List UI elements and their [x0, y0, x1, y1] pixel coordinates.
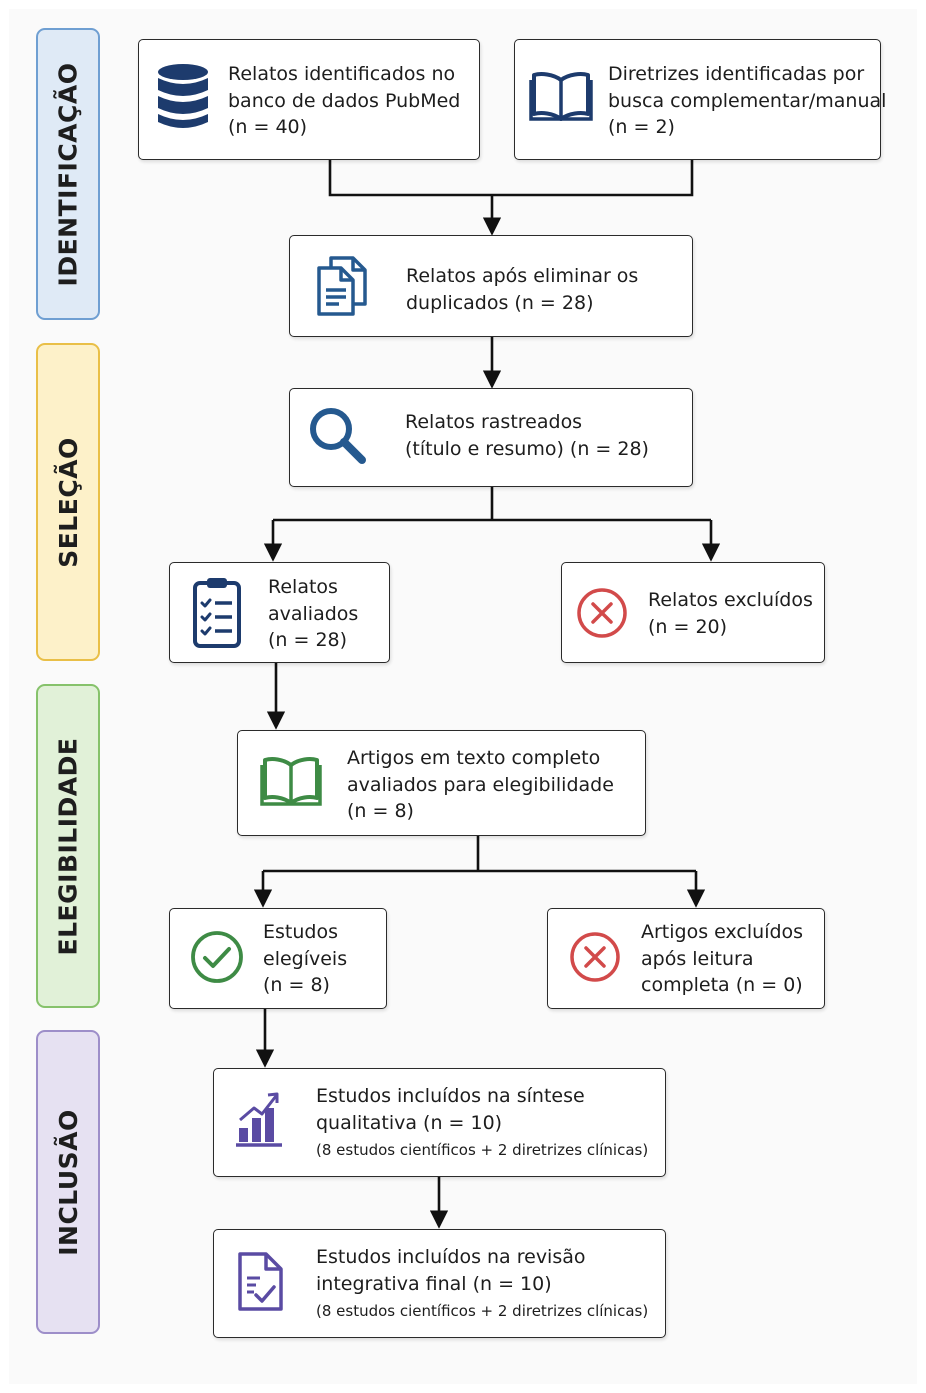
- text-line: busca complementar/manual: [608, 89, 887, 112]
- bar-chart-icon: [234, 1090, 286, 1150]
- text-line: elegíveis: [263, 947, 348, 970]
- box-screened-records: [289, 388, 693, 487]
- text-line: Relatos: [268, 576, 338, 598]
- duplicados-text: Relatos após eliminar os duplicados (n =…: [406, 263, 638, 316]
- text-line: (título e resumo) (n = 28): [405, 437, 649, 460]
- phase-label-identificacao: IDENTIFICAÇÃO: [36, 28, 100, 320]
- revisao-note: (8 estudos científicos + 2 diretrizes cl…: [316, 1302, 649, 1320]
- text-line: avaliados para elegibilidade: [347, 773, 614, 796]
- text-line: qualitativa (n = 10): [316, 1111, 503, 1134]
- text-line: (n = 8): [263, 974, 330, 996]
- sintese-text: Estudos incluídos na síntese qualitativa…: [316, 1083, 648, 1161]
- manual-text: Diretrizes identificadas por busca compl…: [608, 61, 886, 141]
- connector-merge: [328, 160, 694, 197]
- text-line: (n = 8): [347, 800, 414, 822]
- text-line: duplicados (n = 28): [406, 291, 594, 314]
- avaliados-text: Relatos avaliados (n = 28): [268, 574, 358, 654]
- excluidos-leitura-text: Artigos excluídos após leitura completa …: [641, 919, 803, 999]
- documents-icon: [315, 254, 371, 318]
- box-qualitative-synthesis: [213, 1068, 666, 1177]
- rastreados-text: Relatos rastreados (título e resumo) (n …: [405, 409, 649, 462]
- database-icon: [156, 63, 210, 131]
- text-line: banco de dados PubMed: [228, 89, 461, 112]
- text-line: Relatos excluídos: [648, 589, 813, 611]
- text-line: (n = 28): [268, 629, 348, 651]
- pubmed-text: Relatos identificados no banco de dados …: [228, 61, 460, 141]
- text-line: avaliados: [268, 602, 359, 625]
- text-line: Relatos rastreados: [405, 411, 583, 433]
- excluidos-text: Relatos excluídos (n = 20): [648, 587, 813, 640]
- book-icon: [260, 756, 322, 808]
- magnifier-icon: [307, 405, 367, 465]
- text-line: Artigos em texto completo: [347, 747, 601, 769]
- phase-label-selecao: SELEÇÃO: [36, 343, 100, 661]
- revisao-text: Estudos incluídos na revisão integrativa…: [316, 1244, 648, 1322]
- checklist-clipboard-icon: [192, 575, 242, 649]
- document-check-icon: [236, 1251, 286, 1313]
- box-full-text-articles: [237, 730, 646, 836]
- arrow-to-avaliados: [273, 518, 711, 559]
- text-line: Diretrizes identificadas por: [608, 63, 865, 85]
- text-line: completa (n = 0): [641, 974, 803, 996]
- elegiveis-text: Estudos elegíveis (n = 8): [263, 919, 347, 999]
- phase-label-elegibilidade: ELEGIBILIDADE: [36, 684, 100, 1008]
- x-circle-icon: [569, 931, 621, 983]
- x-circle-icon: [576, 587, 628, 639]
- text-line: Relatos após eliminar os: [406, 265, 639, 287]
- text-line: Estudos incluídos na revisão: [316, 1246, 586, 1268]
- check-circle-icon: [190, 930, 244, 984]
- text-line: integrativa final (n = 10): [316, 1272, 552, 1295]
- box-manual-guidelines: [514, 39, 881, 160]
- text-line: Estudos incluídos na síntese: [316, 1085, 585, 1107]
- box-excluded-records: [561, 562, 825, 663]
- box-pubmed-records: [138, 39, 480, 160]
- box-final-integrative-review: [213, 1229, 666, 1338]
- text-line: após leitura: [641, 947, 754, 970]
- text-line: (n = 2): [608, 116, 675, 138]
- phase-label-inclusao: INCLUSÃO: [36, 1030, 100, 1334]
- arrow-to-elegiveis: [263, 869, 696, 905]
- text-line: Relatos identificados no: [228, 63, 456, 85]
- open-book-icon: [529, 70, 593, 124]
- text-line: (n = 20): [648, 615, 728, 638]
- sintese-note: (8 estudos científicos + 2 diretrizes cl…: [316, 1141, 649, 1159]
- text-line: Artigos excluídos: [641, 921, 804, 943]
- texto-completo-text: Artigos em texto completo avaliados para…: [347, 745, 614, 825]
- text-line: (n = 40): [228, 116, 308, 138]
- text-line: Estudos: [263, 921, 338, 943]
